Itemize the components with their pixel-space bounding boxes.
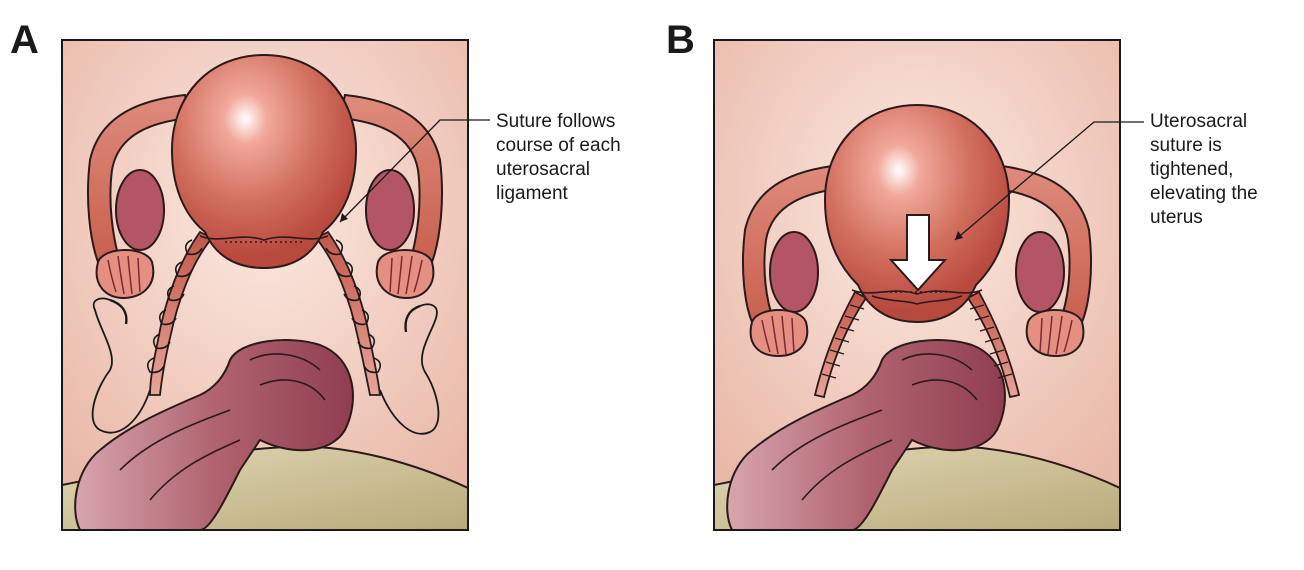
panel-b-callout: Uterosacral suture is tightened, elevati…: [1150, 111, 1258, 228]
panel-b-letter: B: [666, 18, 695, 62]
panel-a-left-ovary: [115, 169, 165, 251]
panel-a-suture-loops: [146, 239, 382, 374]
panel-a-letter: A: [10, 18, 39, 62]
panel-a-bowel: [74, 339, 354, 530]
panel-a-suture-needles: [91, 297, 440, 435]
panel-a-left-suture-thread: [91, 297, 151, 434]
panel-b-right-adnexa: [987, 163, 1093, 358]
panel-a-left-adnexa: [86, 93, 192, 300]
panel-a-left-needle-icon: [109, 298, 128, 325]
panel-b-frame: [713, 39, 1121, 531]
panel-a-callout: Suture follows course of each uterosacra…: [496, 111, 621, 204]
panel-a-right-adnexa: [338, 93, 444, 300]
panel-a: [61, 39, 490, 531]
panel-a-left-fimbriae: [95, 249, 155, 300]
panel-a-uterus: [170, 53, 358, 270]
panel-b-arrowhead-icon: [955, 231, 963, 240]
panel-a-arrowhead-icon: [340, 213, 348, 222]
panel-a-leader-line: [339, 119, 490, 223]
panel-b-uterus: [823, 103, 1011, 324]
panel-b-leader-line: [954, 121, 1144, 241]
panel-b-left-adnexa: [741, 163, 847, 358]
panel-b-tightened-ligaments: [813, 290, 1021, 399]
panel-a-frame: [61, 39, 469, 531]
panel-b-elevation-arrow-icon: [888, 214, 948, 292]
panel-a-right-suture-thread: [379, 303, 440, 435]
panel-a-right-needle-icon: [404, 304, 421, 333]
panel-b: [713, 39, 1144, 531]
panel-b-bowel: [726, 339, 1006, 530]
